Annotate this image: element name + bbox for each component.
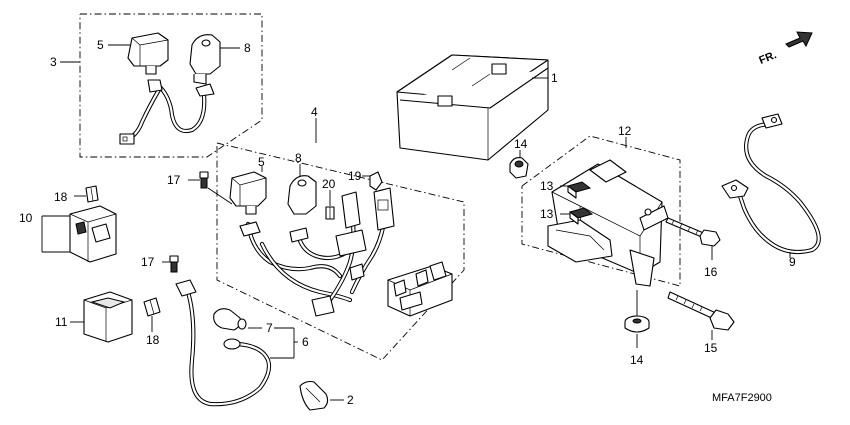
bolt-17-lower [169, 255, 179, 273]
positive-cable-9 [721, 113, 821, 255]
clip-19 [369, 171, 383, 191]
callout-2: 2 [347, 393, 354, 407]
callout-12: 12 [618, 124, 632, 138]
callout-17-lower: 17 [141, 255, 155, 269]
direction-label: FR. [757, 49, 778, 67]
callout-20: 20 [322, 177, 336, 191]
bolt-15 [667, 291, 735, 331]
leader-10-bracket [41, 215, 70, 253]
callout-11: 11 [55, 315, 68, 329]
leaders-group-3 [60, 44, 240, 63]
bolt-17-upper [199, 171, 209, 189]
diagram-code: MFA7F2900 [712, 392, 772, 404]
callout-18-upper: 18 [54, 190, 68, 204]
battery-harness-3 [119, 79, 215, 145]
callout-17-upper: 17 [167, 173, 181, 187]
main-wire-harness [239, 187, 395, 317]
rubber-mount-14-upper [509, 157, 529, 179]
callout-8-top: 8 [244, 41, 251, 55]
group-12-box [521, 135, 681, 287]
callout-8-mid: 8 [295, 151, 302, 165]
callout-9: 9 [789, 255, 796, 269]
callout-3: 3 [50, 55, 57, 69]
callout-5-top: 5 [97, 38, 104, 52]
callout-6: 6 [302, 335, 309, 349]
rubber-pad-13-lower [568, 207, 594, 225]
fuse-box-connector [387, 261, 453, 317]
terminal-cover-5-mid [229, 171, 267, 215]
callout-13-lower: 13 [540, 207, 554, 221]
fuse-18-lower [143, 297, 161, 317]
fuse-18-upper [85, 185, 99, 203]
callout-16: 16 [704, 265, 718, 279]
bolt-16 [665, 217, 721, 247]
callout-1: 1 [551, 71, 558, 85]
clamp-2 [299, 380, 329, 411]
rubber-pad-13-upper [566, 181, 592, 199]
callout-13-upper: 13 [540, 179, 554, 193]
fuse-20 [325, 206, 335, 220]
leader-6-bracket [270, 327, 298, 359]
callout-15: 15 [704, 341, 718, 355]
battery [396, 54, 549, 161]
group-3-box [79, 13, 263, 158]
rubber-mount-14-lower [624, 315, 650, 333]
callout-14-lower: 14 [630, 353, 644, 367]
callout-7: 7 [266, 321, 273, 335]
relay-holder-11 [83, 291, 133, 343]
callout-10: 10 [19, 211, 33, 225]
group-4-box [216, 118, 465, 361]
callout-4: 4 [311, 105, 318, 119]
terminal-cover-8-mid [287, 175, 317, 215]
terminal-cap-7 [213, 308, 247, 331]
starter-relay-10 [69, 205, 117, 263]
callout-5-mid: 5 [258, 155, 265, 169]
callout-18-lower: 18 [146, 333, 160, 347]
negative-cable-6 [175, 279, 272, 407]
terminal-cover-5-top [127, 32, 169, 75]
terminal-cover-8-top [189, 34, 221, 85]
forward-arrow-icon: FR. [757, 31, 813, 67]
callout-19: 19 [348, 169, 362, 183]
callout-14-upper: 14 [514, 137, 528, 151]
